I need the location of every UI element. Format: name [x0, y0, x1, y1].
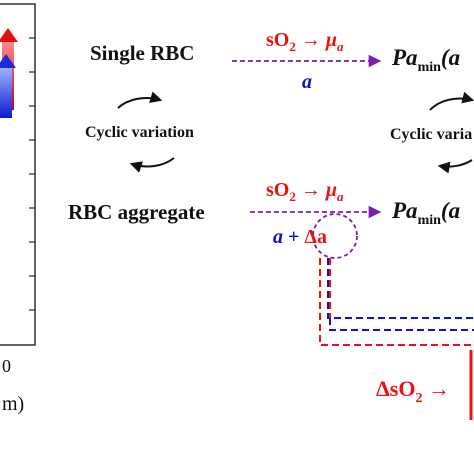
- cycle-right-arc-bottom: [437, 159, 473, 174]
- red-arrowhead: [0, 28, 18, 42]
- cycle-left-arc-top: [117, 91, 163, 109]
- aggregate-row: RBC aggregate sO2 → μa a + Δa Pamin(a: [68, 179, 460, 259]
- cycle-left-arc-bottom: [129, 157, 175, 173]
- bottom-delta: ΔsO2 →: [376, 350, 473, 420]
- cycle-right: Cyclic varia: [390, 91, 474, 174]
- axis-label-partial: m): [2, 393, 24, 415]
- aggregate-a-label: a + Δa: [273, 226, 327, 248]
- single-rbc-label: Single RBC: [90, 41, 194, 65]
- delta-a-circle: [312, 213, 358, 259]
- single-rbc-a-label: a: [302, 71, 312, 93]
- left-plot-panel: 0 m): [0, 3, 36, 415]
- single-rbc-arrow-label: sO2 → μa: [266, 29, 344, 54]
- aggregate-result: Pamin(a: [391, 198, 460, 228]
- cycle-left: Cyclic variation: [85, 91, 194, 173]
- single-rbc-row: Single RBC sO2 → μa a Pamin(a: [90, 29, 460, 93]
- delta-so2-label: ΔsO2 →: [376, 376, 450, 406]
- plot-ticks: [29, 37, 35, 311]
- blue-connector: [327, 258, 474, 319]
- red-connector-top: [319, 258, 474, 346]
- tick-label-partial: 0: [2, 356, 11, 376]
- blue-arrowhead: [0, 54, 16, 68]
- blue-bar-arrow: [0, 68, 12, 118]
- aggregate-arrow-label: sO2 → μa: [266, 179, 344, 204]
- aggregate-label: RBC aggregate: [68, 200, 205, 224]
- single-rbc-result: Pamin(a: [391, 45, 460, 75]
- cycle-left-label: Cyclic variation: [85, 124, 194, 141]
- connector-paths: [319, 258, 474, 346]
- blue-connector-lower: [329, 318, 474, 331]
- cycle-right-label: Cyclic varia: [390, 126, 472, 143]
- cycle-right-arc-top: [429, 91, 474, 111]
